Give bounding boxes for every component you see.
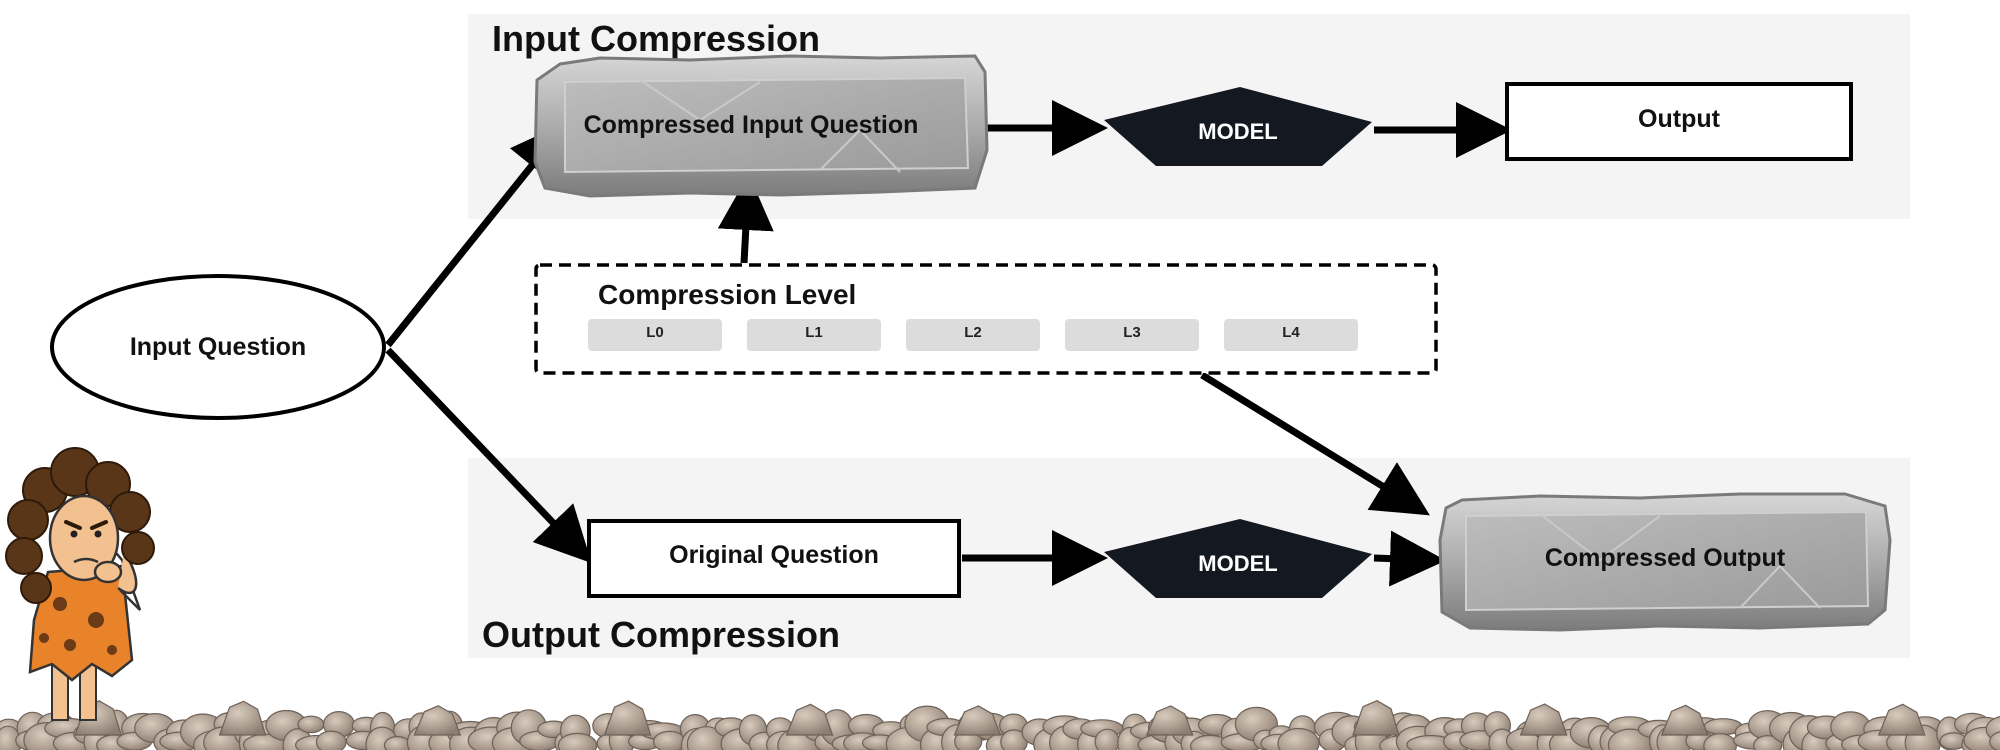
compressed-output-label: Compressed Output xyxy=(1545,544,1786,572)
arrows xyxy=(385,100,1512,587)
rock-peak xyxy=(1145,705,1194,736)
rock xyxy=(1753,735,1783,750)
output-label: Output xyxy=(1638,105,1721,133)
model-top-label: MODEL xyxy=(1198,119,1277,144)
rock-peak xyxy=(1877,703,1926,736)
caveman-thinking-icon xyxy=(5,447,155,721)
model-bottom-node: MODEL xyxy=(1104,519,1372,598)
rock-peak xyxy=(1519,703,1568,736)
level-button-bg xyxy=(747,319,881,351)
model-top-node: MODEL xyxy=(1104,87,1372,166)
rock xyxy=(557,732,598,750)
input-question-label: Input Question xyxy=(130,333,306,361)
output-node: Output xyxy=(1505,82,1853,161)
level-button-bg xyxy=(588,319,722,351)
rock xyxy=(1277,727,1320,750)
level-button-label: L3 xyxy=(1123,324,1141,341)
rock xyxy=(1703,733,1737,750)
arrow-input-to-original xyxy=(385,347,592,564)
compression-level-l2[interactable]: L2 xyxy=(906,319,1040,351)
rock xyxy=(1989,731,2000,750)
compressed-output-stone: Compressed Output xyxy=(1438,492,1892,632)
rock-peak xyxy=(785,703,834,736)
level-button-label: L2 xyxy=(964,324,982,341)
original-question-node: Original Question xyxy=(587,519,961,598)
rock-peak xyxy=(603,700,652,736)
input-compression-title: Input Compression xyxy=(492,18,820,59)
level-button-label: L4 xyxy=(1282,324,1300,341)
compressed-input-stone: Compressed Input Question xyxy=(533,54,989,198)
compression-level-l4[interactable]: L4 xyxy=(1224,319,1358,351)
compression-level-buttons: L0 L1 L2 L3 L4 xyxy=(588,319,1358,351)
compression-level-l1[interactable]: L1 xyxy=(747,319,881,351)
level-button-label: L1 xyxy=(805,324,823,341)
input-question-node: Input Question xyxy=(50,274,386,420)
rock-peak xyxy=(218,700,267,736)
rock xyxy=(383,736,411,750)
rock-peak xyxy=(1660,704,1709,736)
level-button-bg xyxy=(906,319,1040,351)
arrow-level-to-compressed-input xyxy=(717,174,774,264)
rock-pile-icon xyxy=(0,700,2000,750)
rock xyxy=(297,715,325,734)
compression-level-title: Compression Level xyxy=(598,279,856,310)
arrow-input-to-compressed-input xyxy=(385,122,567,348)
output-compression-title: Output Compression xyxy=(482,614,840,655)
level-button-label: L0 xyxy=(646,324,664,341)
rock-peak xyxy=(413,705,462,736)
rock-peak xyxy=(953,705,1002,736)
original-question-label: Original Question xyxy=(669,541,879,569)
level-button-bg xyxy=(1065,319,1199,351)
compression-level-l3[interactable]: L3 xyxy=(1065,319,1199,351)
model-bottom-label: MODEL xyxy=(1198,551,1277,576)
level-button-bg xyxy=(1224,319,1358,351)
arrow-model-to-compressed-output xyxy=(1373,530,1446,587)
compression-level-l0[interactable]: L0 xyxy=(588,319,722,351)
compressed-input-label: Compressed Input Question xyxy=(584,111,919,139)
rock-peak xyxy=(1352,700,1400,736)
rock xyxy=(1094,728,1120,750)
arrow-level-to-compressed-output xyxy=(1200,372,1430,516)
rock xyxy=(315,730,347,750)
